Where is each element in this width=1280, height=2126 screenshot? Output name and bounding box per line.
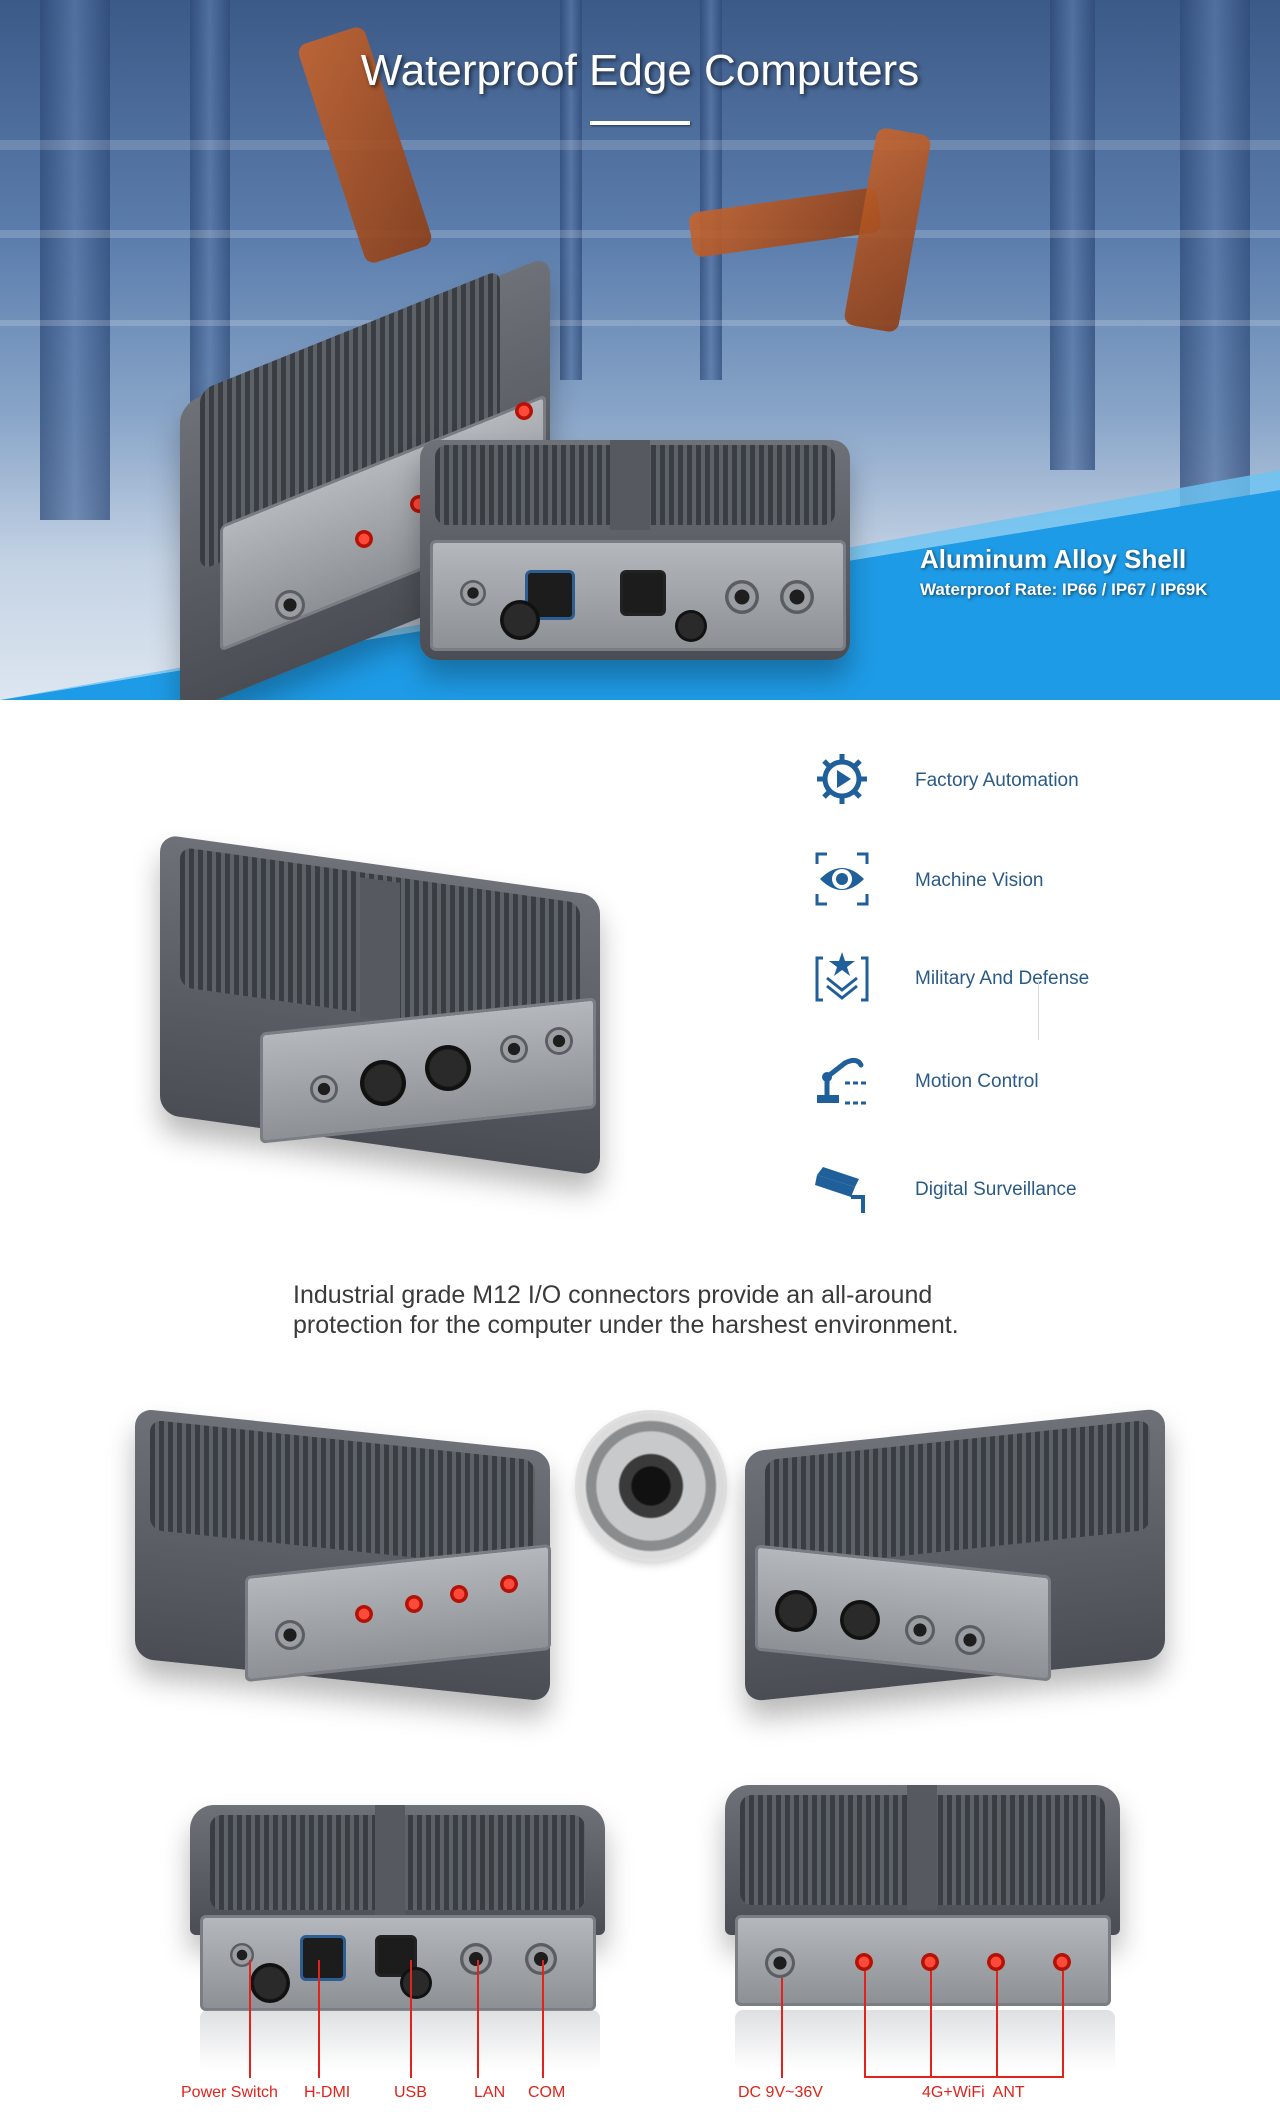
antenna-connector — [1053, 1953, 1071, 1971]
m12-connector — [275, 590, 305, 620]
edge-computer-rear-view — [725, 1785, 1125, 2015]
divider — [1038, 980, 1039, 1040]
port-label-com: COM — [528, 2084, 566, 2101]
factory-pillar — [700, 0, 722, 380]
antenna-connector — [987, 1953, 1005, 1971]
antenna-connector — [855, 1953, 873, 1971]
callout-line — [930, 1971, 932, 2078]
port-label-antenna: 4G+WiFi ANT — [922, 2084, 1025, 2101]
factory-pillar — [560, 0, 582, 380]
port-cap — [400, 1967, 432, 1999]
port-cap — [775, 1590, 817, 1632]
hero-title: Waterproof Edge Computers — [360, 46, 920, 95]
m12-connector — [545, 1027, 573, 1055]
callout-line — [1062, 1971, 1064, 2078]
port-label-hdmi: H-DMI — [304, 2084, 351, 2101]
m12-connector — [780, 580, 814, 614]
power-switch-icon — [310, 1075, 338, 1103]
callout-line — [410, 1960, 412, 2078]
com-m12-connector — [525, 1943, 557, 1975]
port-label-dc-power: DC 9V~36V — [738, 2084, 823, 2101]
m12-connector — [955, 1625, 985, 1655]
port-cap — [250, 1963, 290, 2003]
app-label: Digital Surveillance — [915, 1179, 1077, 1200]
antenna-connector — [355, 530, 373, 548]
center-spine — [375, 1805, 405, 1915]
lan-m12-connector — [460, 1943, 492, 1975]
title-underline — [590, 121, 690, 125]
m12-connector — [725, 580, 759, 614]
app-label: Motion Control — [915, 1071, 1039, 1092]
port-label-usb: USB — [394, 2084, 427, 2101]
factory-beam — [0, 140, 1280, 150]
product-reflection — [200, 2010, 600, 2070]
m12-connector — [905, 1615, 935, 1645]
edge-computer-io-view — [745, 1407, 1170, 1703]
callout-line — [318, 1960, 320, 2078]
app-label: Machine Vision — [915, 870, 1044, 891]
antenna-connector — [500, 1575, 518, 1593]
product-reflection — [735, 2010, 1115, 2070]
callout-line — [542, 1960, 544, 2078]
m12-connector — [500, 1035, 528, 1063]
eye-icon — [815, 852, 869, 906]
port-label-power-switch: Power Switch — [181, 2084, 278, 2101]
shell-material-title: Aluminum Alloy Shell — [920, 544, 1187, 574]
antenna-connector — [355, 1605, 373, 1623]
waterproof-rate: Waterproof Rate: IP66 / IP67 / IP69K — [920, 580, 1208, 599]
app-label: Factory Automation — [915, 770, 1079, 791]
callout-line — [477, 1960, 479, 2078]
description-line: protection for the computer under the ha… — [293, 1311, 959, 1339]
callout-bracket — [864, 2076, 1064, 2078]
center-spine — [907, 1785, 937, 1910]
center-spine — [610, 440, 650, 530]
center-spine — [360, 877, 400, 1023]
port-cap — [675, 610, 707, 642]
app-label: Military And Defense — [915, 968, 1090, 989]
port-cap — [500, 600, 540, 640]
cctv-camera-icon — [815, 1167, 865, 1213]
callout-line — [249, 1960, 251, 2078]
gear-play-icon — [817, 754, 867, 804]
m12-connector-closeup — [578, 1413, 724, 1559]
callout-line — [864, 1971, 866, 2078]
connector-description: Industrial grade M12 I/O connectors prov… — [293, 1280, 1053, 1340]
port-cap — [840, 1600, 880, 1640]
edge-computer-io-side — [420, 440, 850, 670]
factory-beam — [0, 230, 1280, 238]
callout-line — [996, 1971, 998, 2078]
factory-beam — [0, 320, 1280, 326]
hero-banner: Waterproof Edge Computers Aluminum Alloy… — [0, 0, 1280, 700]
callout-line — [781, 1978, 783, 2078]
m12-connector — [275, 1620, 305, 1650]
hdmi-port — [300, 1935, 346, 1981]
factory-pillar — [1180, 0, 1250, 520]
power-switch-icon — [460, 580, 486, 606]
antenna-connector — [515, 402, 533, 420]
star-shield-icon — [815, 952, 869, 1002]
port-cap — [360, 1060, 406, 1106]
robot-arm-icon — [817, 1057, 867, 1105]
factory-pillar — [1050, 0, 1095, 470]
port-label-lan: LAN — [474, 2084, 506, 2101]
factory-pillar — [40, 0, 110, 520]
edge-computer-antenna-view — [135, 1408, 555, 1702]
antenna-connector — [405, 1595, 423, 1613]
port-cap — [425, 1045, 471, 1091]
description-line: Industrial grade M12 I/O connectors prov… — [293, 1281, 933, 1309]
edge-computer-front-view — [190, 1805, 610, 2020]
antenna-connector — [921, 1953, 939, 1971]
usb-port — [620, 570, 666, 616]
antenna-connector — [450, 1585, 468, 1603]
power-m12-connector — [765, 1948, 795, 1978]
edge-computer-product-image — [160, 834, 610, 1176]
